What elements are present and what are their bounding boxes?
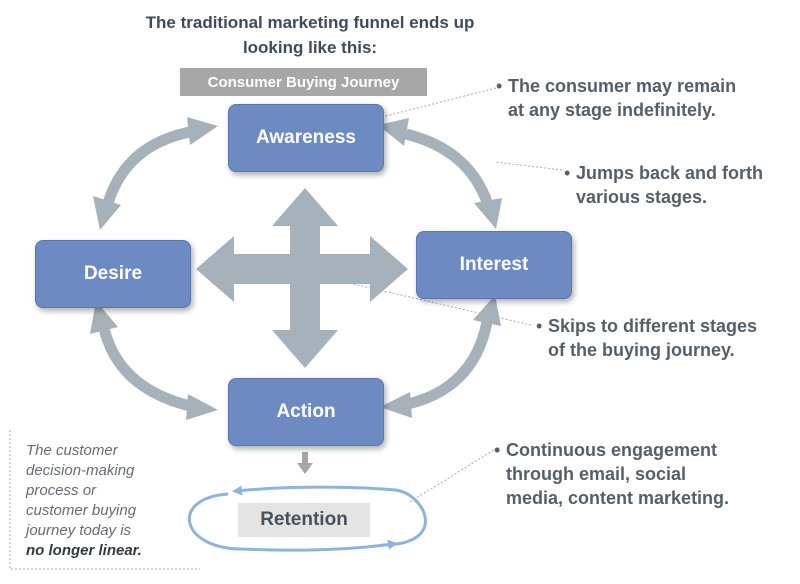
bullet: • [564,163,571,183]
side-note-line: customer buying [26,502,137,519]
retention-loop-upper [232,485,427,547]
stage-interest: Interest [416,231,572,299]
curved-arrow-awareness-interest [404,128,494,207]
curved-arrow-interest-action [406,320,493,410]
note-remain-any-stage: • The consumer may remain at any stage i… [496,74,736,122]
cross-shaft-horizontal [230,254,380,284]
side-note: The customer decision-making process or … [26,441,166,561]
bullet: • [536,316,543,336]
arrowhead [380,392,412,418]
cross-arrowhead-up [272,188,338,226]
arrowhead [378,118,409,146]
diagram-title: The traditional marketing funnel ends up… [120,10,500,60]
title-line-2: looking like this: [242,38,378,57]
side-note-line: journey today is [26,522,132,539]
retention-loop-lower [187,492,398,552]
side-note-emphasis: no longer linear. [26,542,142,559]
note-line: Continuous engagement [506,440,717,460]
stage-awareness: Awareness [228,104,384,172]
stage-desire: Desire [35,240,191,308]
bullet: • [496,76,503,96]
note-line: of the buying journey. [548,340,735,360]
connector-line-4 [409,447,498,503]
note-line: Jumps back and forth [576,163,764,183]
note-continuous-engagement: • Continuous engagement through email, s… [494,438,729,510]
arrowhead [187,117,218,145]
note-line: media, content marketing. [506,488,730,508]
cross-shaft-vertical [290,224,320,348]
note-line: through email, social [506,464,687,484]
connector-line-2 [494,161,563,171]
title-line-1: The traditional marketing funnel ends up [145,13,475,32]
stage-action: Action [228,378,384,446]
cross-arrowhead-right [370,236,408,302]
arrowhead [474,198,502,229]
note-line: Skips to different stages [548,316,758,336]
cross-arrowhead-left [196,236,234,302]
note-skips-stages: • Skips to different stages of the buyin… [536,314,757,362]
arrow-shaft [302,452,308,464]
note-line: various stages. [576,187,708,207]
note-line: The consumer may remain [508,76,737,96]
connector-line-1 [377,86,501,119]
cross-arrowhead-down [272,330,338,368]
arrowhead [473,295,501,326]
side-note-line: decision-making [26,462,135,479]
curved-arrow-desire-action [98,326,192,412]
side-note-bracket [9,430,200,570]
stage-retention: Retention [238,503,370,537]
arrow-head [297,463,313,474]
bullet: • [494,440,501,460]
arrowhead [90,301,118,334]
action-retention-arrow [297,452,313,474]
journey-label: Consumer Buying Journey [180,68,427,96]
curved-arrow-awareness-desire [102,126,192,205]
side-note-line: process or [26,482,97,499]
retention-loop [187,485,427,552]
curved-arrow-heads [90,117,502,420]
curved-arrows [98,126,494,412]
note-jumps-back-forth: • Jumps back and forth various stages. [564,161,763,209]
central-cross-arrows [196,188,408,368]
note-line: at any stage indefinitely. [508,100,716,120]
arrowhead [93,196,121,230]
arrowhead [186,394,218,420]
side-note-line: The customer [26,442,118,459]
